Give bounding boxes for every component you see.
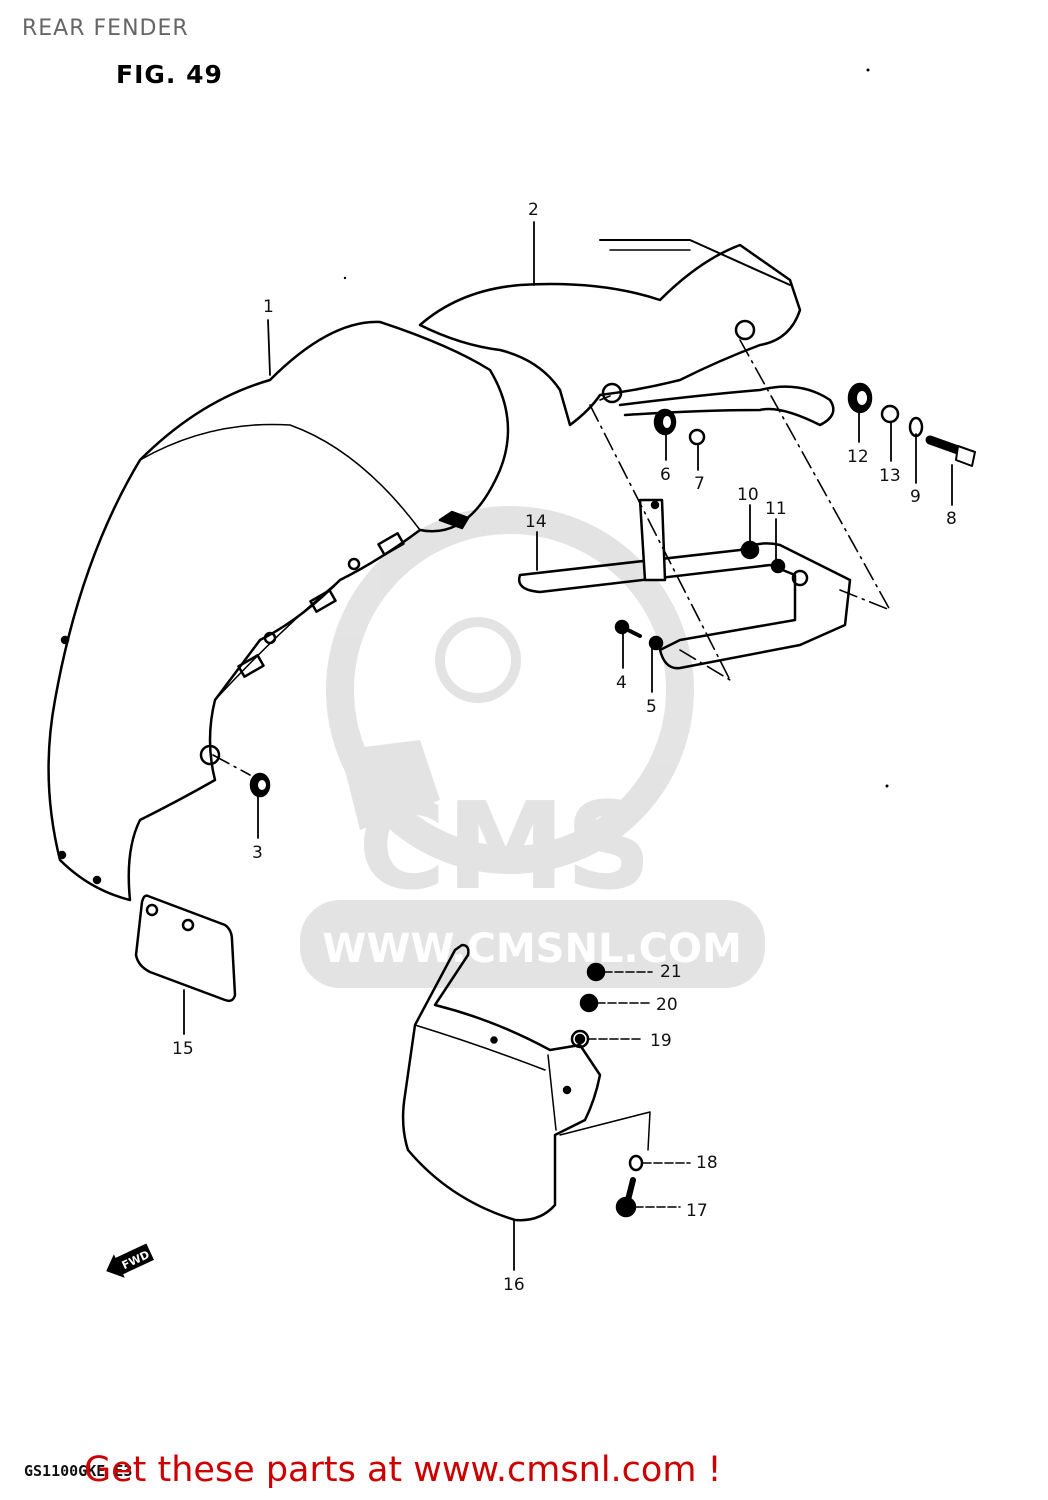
watermark-url: WWW.CMSNL.COM (322, 926, 742, 972)
part-labels: 1 2 3 4 5 6 7 8 9 10 11 12 13 14 15 16 1… (172, 200, 957, 1295)
rear-fender-part-1 (47, 320, 510, 902)
part-label-18: 18 (696, 1153, 718, 1173)
part-label-17: 17 (686, 1201, 708, 1221)
page-title: REAR FENDER (22, 16, 189, 41)
mudflap-part-16 (401, 943, 602, 1222)
get-parts-link[interactable]: Get these parts at www.cmsnl.com ! (84, 1450, 722, 1490)
part-label-13: 13 (879, 466, 901, 486)
part-label-3: 3 (252, 843, 263, 863)
part-label-7: 7 (694, 474, 705, 494)
part-label-15: 15 (172, 1039, 194, 1059)
forward-direction-arrow-icon: FWD (106, 1243, 154, 1278)
part-label-5: 5 (646, 697, 657, 717)
part-label-19: 19 (650, 1031, 672, 1051)
plate-part-15 (134, 894, 237, 1003)
figure-number: FIG. 49 (116, 60, 223, 89)
part-label-1: 1 (263, 297, 274, 317)
watermark-brand: CMS (358, 778, 652, 917)
rear-fender-part-2 (418, 243, 802, 427)
model-code: GS1100GKE E3 (24, 1462, 133, 1480)
part-label-21: 21 (660, 962, 682, 982)
part-label-2: 2 (528, 200, 539, 220)
part-label-12: 12 (847, 447, 869, 467)
part-label-4: 4 (616, 673, 627, 693)
part-label-14: 14 (525, 512, 547, 532)
part-label-16: 16 (503, 1275, 525, 1295)
part-label-10: 10 (737, 485, 759, 505)
part-label-8: 8 (946, 509, 957, 529)
part-label-6: 6 (660, 465, 671, 485)
part-label-9: 9 (910, 487, 921, 507)
part-label-20: 20 (656, 995, 678, 1015)
bracket-part-14 (517, 542, 852, 670)
cms-watermark: CMS WWW.CMSNL.COM (300, 506, 765, 988)
part-label-11: 11 (765, 499, 787, 519)
